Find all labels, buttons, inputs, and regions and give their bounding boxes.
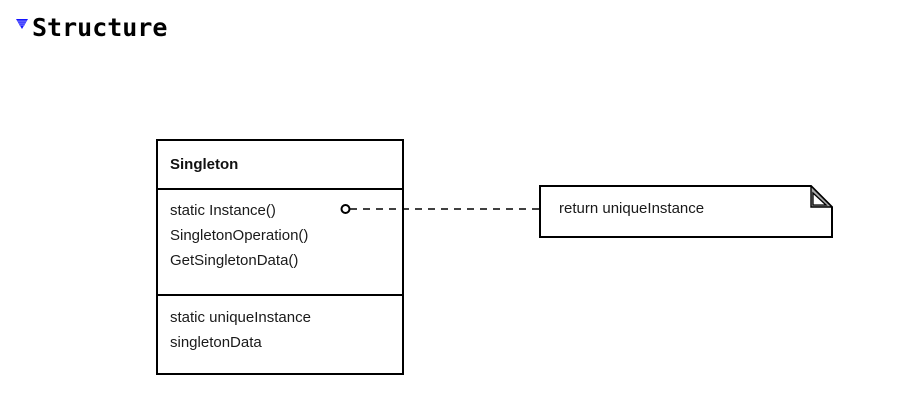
triangle-down-icon[interactable] (14, 16, 30, 32)
class-name-compartment: Singleton (158, 141, 402, 190)
note-fold-flap-shape (812, 191, 828, 206)
class-operation-item: GetSingletonData() (170, 252, 299, 269)
section-heading[interactable]: Structure (14, 10, 167, 44)
class-attribute-item: static uniqueInstance (170, 309, 311, 326)
socket-circle-icon (340, 204, 351, 214)
uml-class-box-singleton[interactable]: Singleton static Instance() SingletonOpe… (156, 139, 404, 375)
uml-note-box[interactable]: return uniqueInstance (539, 185, 833, 238)
class-operations-compartment: static Instance() SingletonOperation() G… (158, 190, 402, 296)
page-title: Structure (32, 12, 168, 42)
note-connector (340, 198, 544, 220)
note-body-shape (539, 185, 833, 238)
class-operation-item: SingletonOperation() (170, 227, 309, 244)
class-operation-item: static Instance() (170, 202, 276, 219)
class-name-label: Singleton (170, 156, 239, 173)
class-attribute-item: singletonData (170, 334, 262, 351)
class-attributes-compartment: static uniqueInstance singletonData (158, 296, 402, 373)
note-text-label: return uniqueInstance (559, 200, 705, 217)
